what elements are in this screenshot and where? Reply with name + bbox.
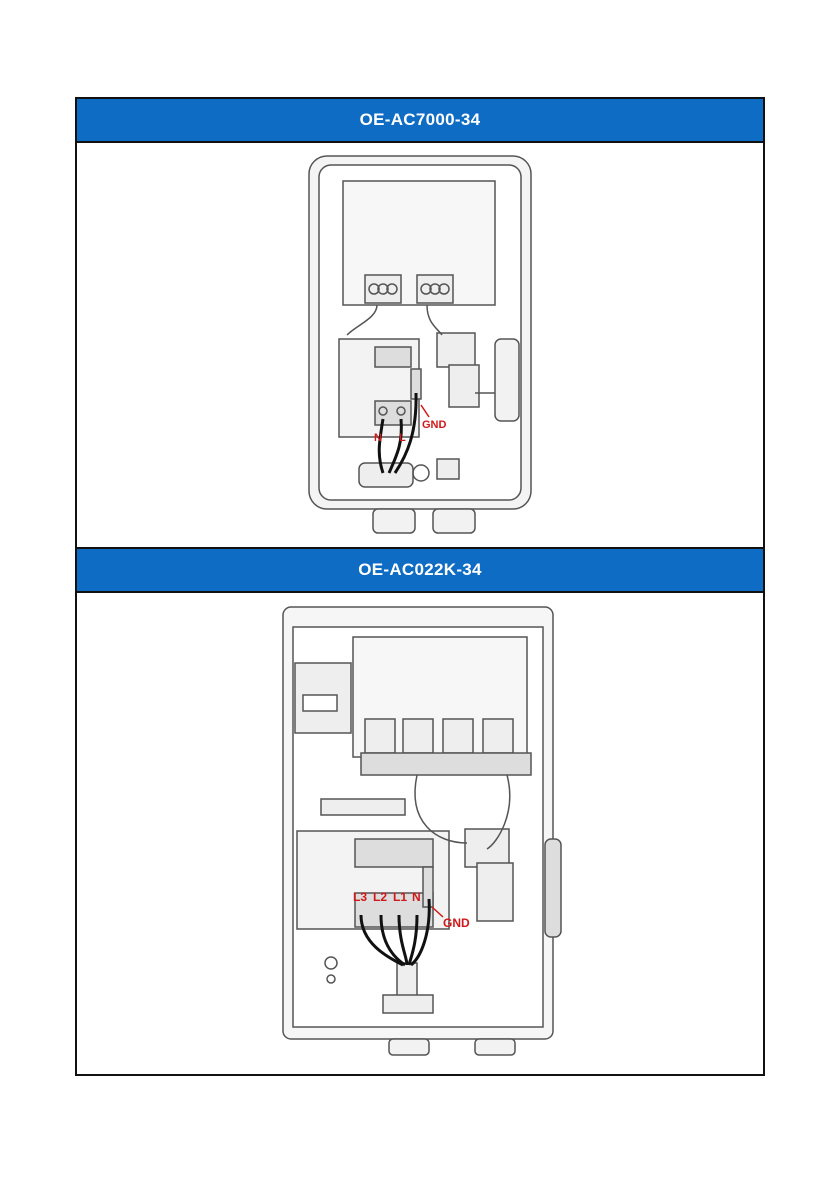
diagram-oe-ac022k: L3 L2 L1 N GND	[77, 593, 763, 1074]
label-l2: L2	[373, 890, 387, 904]
label-l1: L1	[393, 890, 407, 904]
wiring-table: OE-AC7000-34	[75, 97, 765, 1076]
label-n: N	[412, 890, 421, 904]
label-gnd: GND	[422, 419, 447, 431]
wiring-diagram-1: N L GND	[77, 143, 763, 547]
label-l: L	[399, 432, 406, 444]
label-n: N	[374, 432, 382, 444]
section-title: OE-AC7000-34	[360, 110, 481, 130]
section-header-oe-ac7000: OE-AC7000-34	[77, 99, 763, 141]
wiring-diagram-2: L3 L2 L1 N GND	[77, 593, 763, 1074]
label-gnd: GND	[443, 916, 470, 930]
label-l3: L3	[353, 890, 367, 904]
section-title: OE-AC022K-34	[358, 560, 482, 580]
section-header-oe-ac022k: OE-AC022K-34	[77, 549, 763, 591]
diagram-oe-ac7000: N L GND	[77, 143, 763, 547]
